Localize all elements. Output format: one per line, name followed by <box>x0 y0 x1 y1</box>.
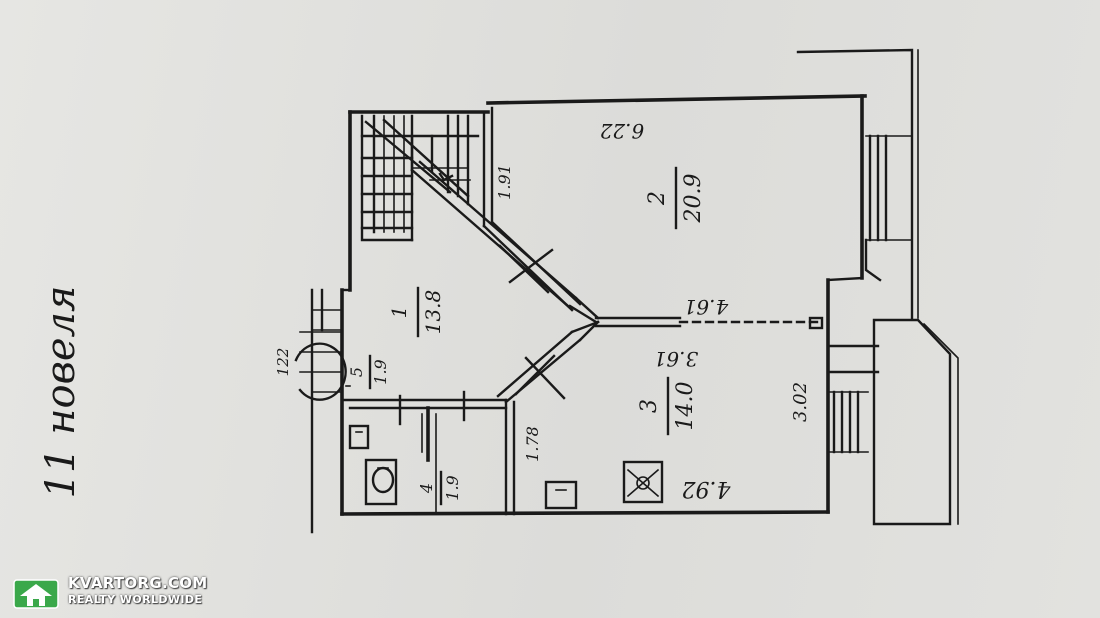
watermark-brand: KVARTORG.COM <box>68 574 208 592</box>
outer-walls <box>340 94 867 516</box>
bathroom-fixtures <box>348 424 398 506</box>
dimension-room2-left: 1.91 <box>495 164 514 200</box>
dimension-room3-right: 3.02 <box>790 382 811 422</box>
room-area-3: 14.0 <box>673 382 698 431</box>
entrance-structure <box>294 288 347 534</box>
room-number-1: 1 <box>387 306 411 319</box>
room-label-5: 5 1.9 <box>347 354 390 390</box>
room-area-1: 13.8 <box>421 290 445 335</box>
room-number-2: 2 <box>645 191 670 206</box>
staircase <box>360 114 480 242</box>
wall-marker: 122 <box>274 348 292 377</box>
room-number-3: 3 <box>637 399 662 413</box>
dimension-bottom: 4.92 <box>682 476 732 501</box>
dimension-top: 6.22 <box>600 119 645 143</box>
dimension-room3-left: 1.78 <box>523 426 542 462</box>
handwritten-note: 11 новеля <box>38 286 84 499</box>
watermark: KVARTORG.COM REALTY WORLDWIDE <box>8 574 207 612</box>
door-marks <box>398 244 566 426</box>
room-area-2: 20.9 <box>681 174 706 224</box>
interior-walls <box>340 106 824 516</box>
dimension-mid-dashed: 4.61 <box>684 295 730 319</box>
balcony-structure <box>796 48 959 526</box>
dimension-room3-diag: 3.61 <box>654 347 699 371</box>
room-area-4: 1.9 <box>443 475 462 500</box>
room-label-2: 2 20.9 <box>645 166 706 230</box>
room-label-4: 4 1.9 <box>417 470 462 506</box>
room-number-4: 4 <box>417 483 436 494</box>
kitchen-fixtures <box>544 460 664 510</box>
watermark-tagline: REALTY WORLDWIDE <box>68 593 203 606</box>
house-logo-icon <box>13 579 59 609</box>
room-number-5: 5 <box>347 367 366 377</box>
room-label-1: 1 13.8 <box>387 286 445 338</box>
room-label-3: 3 14.0 <box>637 376 698 436</box>
room-area-5: 1.9 <box>371 359 390 384</box>
